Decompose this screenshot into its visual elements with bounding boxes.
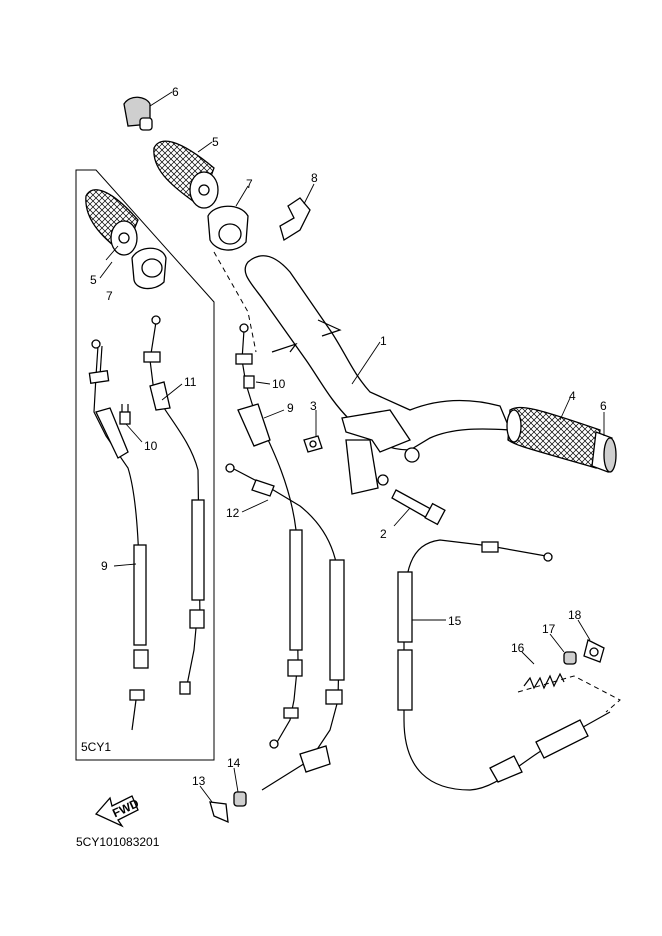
throttle-cable-main <box>235 323 303 749</box>
cable-fifteen <box>397 539 611 791</box>
throttle-housing-top <box>207 205 249 251</box>
callout-7-top: 7 <box>246 177 253 191</box>
throttle-grip-top <box>153 140 219 209</box>
grip-end-weight-top <box>123 96 153 131</box>
guide-part <box>279 197 311 242</box>
diagram-code: 5CY101083201 <box>76 835 160 849</box>
bolt-part <box>391 489 446 526</box>
callout-13: 13 <box>192 774 206 788</box>
callout-18: 18 <box>568 608 582 622</box>
callout-9-box: 9 <box>101 559 108 573</box>
dashed-assembly-box <box>517 675 621 713</box>
collar-part <box>563 651 577 665</box>
spring-part <box>523 672 565 690</box>
callout-5-box: 5 <box>90 273 97 287</box>
handlebar-part <box>213 251 512 495</box>
callout-17: 17 <box>542 622 556 636</box>
holder-part <box>303 435 323 453</box>
callout-10-box: 10 <box>144 439 158 453</box>
callout-3: 3 <box>310 399 317 413</box>
callout-15: 15 <box>448 614 462 628</box>
throttle-grip-box <box>85 189 139 256</box>
right-grip-part <box>506 406 601 469</box>
callout-9-main: 9 <box>287 401 294 415</box>
leader-lines <box>99 91 605 803</box>
throttle-housing-box <box>131 247 167 290</box>
callout-12: 12 <box>226 506 240 520</box>
callout-8: 8 <box>311 171 318 185</box>
callout-2: 2 <box>380 527 387 541</box>
fwd-arrow-icon: FWD <box>94 795 141 828</box>
cable-twelve <box>225 463 345 791</box>
callout-11: 11 <box>184 375 197 389</box>
callout-6-right: 6 <box>600 399 607 413</box>
wing-nut-thirteen <box>209 801 229 824</box>
model-variant-box: 5CY1 <box>75 169 215 761</box>
wing-nut-part <box>583 639 605 663</box>
callout-10-main: 10 <box>272 377 286 391</box>
callout-14: 14 <box>227 756 241 770</box>
callout-5-top: 5 <box>212 135 219 149</box>
callout-4: 4 <box>569 389 576 403</box>
grip-end-weight-right <box>591 431 617 473</box>
callout-16: 16 <box>511 641 525 655</box>
callout-6-top: 6 <box>172 85 179 99</box>
adjuster-bolt-box <box>119 404 131 425</box>
callout-7-box: 7 <box>106 289 113 303</box>
collar-fourteen <box>233 791 247 807</box>
model-box-label: 5CY1 <box>81 740 111 754</box>
adjuster-bolt-main <box>243 375 255 389</box>
throttle-cable-box-right <box>143 315 205 695</box>
callout-1: 1 <box>380 334 387 348</box>
callout-labels: 6 5 7 8 1 4 6 3 2 5 7 10 11 9 10 9 12 15… <box>90 85 607 788</box>
throttle-cable-box-left <box>88 339 149 731</box>
